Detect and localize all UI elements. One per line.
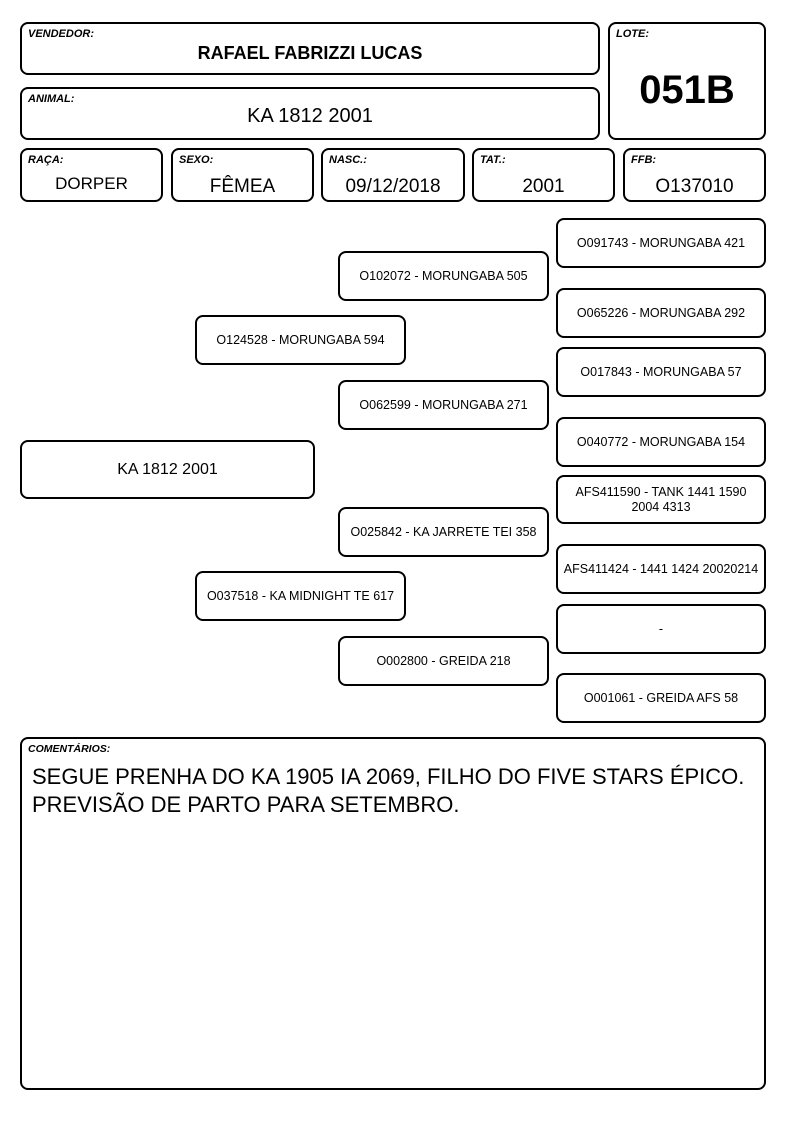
seller-name: RAFAEL FABRIZZI LUCAS [197,43,423,63]
tattoo-value: 2001 [522,176,565,197]
breed-label: RAÇA: [28,154,64,166]
pedigree-animal: KA 1812 2001 [20,440,315,499]
pedigree-dam-sire: O025842 - KA JARRETE TEI 358 [338,507,549,557]
animal-label: ANIMAL: [28,93,75,105]
sex-value: FÊMEA [209,176,276,197]
birth-label: NASC.: [329,154,367,166]
pedigree-ggp-3: O017843 - MORUNGABA 57 [556,347,766,397]
breed-box: RAÇA: DORPER [20,148,163,202]
comments-text: SEGUE PRENHA DO KA 1905 IA 2069, FILHO D… [32,764,745,817]
ffb-value: O137010 [655,176,734,197]
breed-value: DORPER [55,174,128,193]
lot-number: 051B [639,68,735,112]
pedigree-dam-dam: O002800 - GREIDA 218 [338,636,549,686]
pedigree-ggp-5: AFS411590 - TANK 1441 1590 2004 4313 [556,475,766,524]
sex-label: SEXO: [179,154,214,166]
pedigree-ggp-1: O091743 - MORUNGABA 421 [556,218,766,268]
pedigree-ggp-2: O065226 - MORUNGABA 292 [556,288,766,338]
pedigree-sire: O124528 - MORUNGABA 594 [195,315,406,365]
tattoo-label: TAT.: [480,154,506,166]
seller-label: VENDEDOR: [28,28,95,40]
birth-value: 09/12/2018 [345,176,441,197]
pedigree-ggp-4: O040772 - MORUNGABA 154 [556,417,766,467]
pedigree-ggp-6: AFS411424 - 1441 1424 20020214 [556,544,766,594]
animal-name: KA 1812 2001 [247,105,373,127]
lot-box: LOTE: 051B [608,22,766,140]
tattoo-box: TAT.: 2001 [472,148,615,202]
pedigree-ggp-7: - [556,604,766,654]
animal-box: ANIMAL: KA 1812 2001 [20,87,600,140]
sex-box: SEXO: FÊMEA [171,148,314,202]
ffb-box: FFB: O137010 [623,148,766,202]
pedigree-ggp-8: O001061 - GREIDA AFS 58 [556,673,766,723]
birth-box: NASC.: 09/12/2018 [321,148,465,202]
comments-box: COMENTÁRIOS: SEGUE PRENHA DO KA 1905 IA … [20,737,766,1090]
comments-label: COMENTÁRIOS: [28,743,111,755]
pedigree-sire-dam: O062599 - MORUNGABA 271 [338,380,549,430]
pedigree-sire-sire: O102072 - MORUNGABA 505 [338,251,549,301]
seller-box: VENDEDOR: RAFAEL FABRIZZI LUCAS [20,22,600,75]
pedigree-dam: O037518 - KA MIDNIGHT TE 617 [195,571,406,621]
lot-label: LOTE: [616,28,649,40]
ffb-label: FFB: [631,154,657,166]
